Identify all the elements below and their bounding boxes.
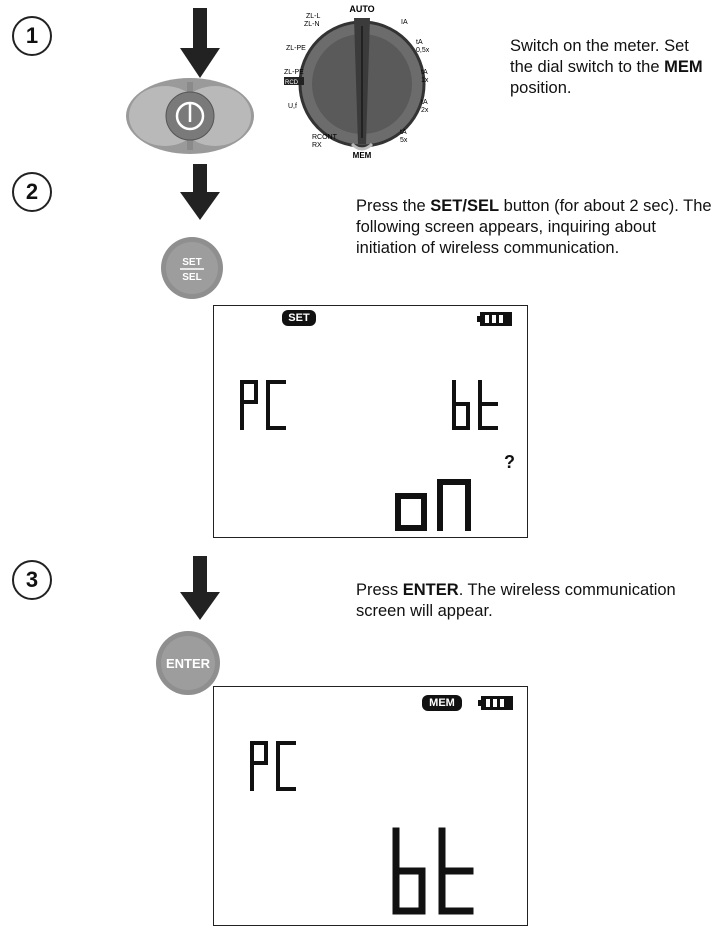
arrow-down-icon	[180, 164, 220, 220]
lcd-text-bt	[452, 380, 498, 430]
svg-text:IA: IA	[401, 19, 408, 26]
lcd-text-pc	[250, 741, 296, 791]
svg-text:tA: tA	[400, 129, 407, 136]
svg-text:ENTER: ENTER	[166, 656, 211, 671]
svg-text:1x: 1x	[421, 77, 429, 84]
step-number-1: 1	[12, 16, 52, 56]
step-3-instruction: Press ENTER. The wireless communication …	[356, 581, 676, 620]
set-sel-button[interactable]: SET SEL	[160, 236, 224, 300]
enter-button[interactable]: ENTER	[153, 630, 223, 696]
svg-text:ZL-N: ZL-N	[304, 21, 320, 28]
svg-text:ZL-PE: ZL-PE	[286, 45, 306, 52]
svg-text:tA: tA	[416, 39, 423, 46]
step-number-3: 3	[12, 560, 52, 600]
battery-icon	[477, 312, 512, 326]
svg-text:5x: 5x	[400, 137, 408, 144]
step-2-instruction: Press the SET/SEL button (for about 2 se…	[356, 197, 712, 257]
lcd-text-pc	[240, 380, 286, 430]
dial-label-auto: AUTO	[349, 4, 374, 14]
svg-text:ZL-PE: ZL-PE	[284, 69, 304, 76]
svg-text:tA: tA	[421, 69, 428, 76]
step-1-instruction: Switch on the meter. Set the dial switch…	[510, 37, 703, 97]
svg-text:RCD: RCD	[285, 80, 299, 86]
svg-text:2x: 2x	[421, 107, 429, 114]
lcd-screen-mem: MEM PC bt	[213, 686, 528, 926]
svg-text:RCONT: RCONT	[312, 134, 338, 141]
svg-text:SEL: SEL	[182, 272, 201, 283]
lcd-text-on	[395, 479, 471, 531]
battery-icon	[478, 696, 513, 710]
svg-text:SET: SET	[182, 257, 201, 268]
svg-text:MEM: MEM	[353, 151, 372, 160]
lcd-text-bt	[392, 827, 474, 915]
power-button-icon[interactable]	[125, 76, 255, 156]
set-indicator: SET	[282, 310, 316, 326]
question-mark: ?	[504, 452, 515, 472]
arrow-down-icon	[180, 8, 220, 78]
svg-text:U,f: U,f	[288, 103, 297, 110]
svg-text:tA: tA	[421, 99, 428, 106]
svg-text:RX: RX	[312, 142, 322, 149]
lcd-screen-set: SET PC bt ?	[213, 305, 528, 538]
rotary-dial-switch[interactable]: AUTO IA tA 0,5x tA 1x tA 2x tA 5x MEM RC…	[282, 4, 442, 164]
svg-text:ZL-L: ZL-L	[306, 13, 321, 20]
svg-text:0,5x: 0,5x	[416, 47, 430, 54]
arrow-down-icon	[180, 556, 220, 620]
step-number-2: 2	[12, 172, 52, 212]
mem-indicator: MEM	[422, 695, 462, 711]
